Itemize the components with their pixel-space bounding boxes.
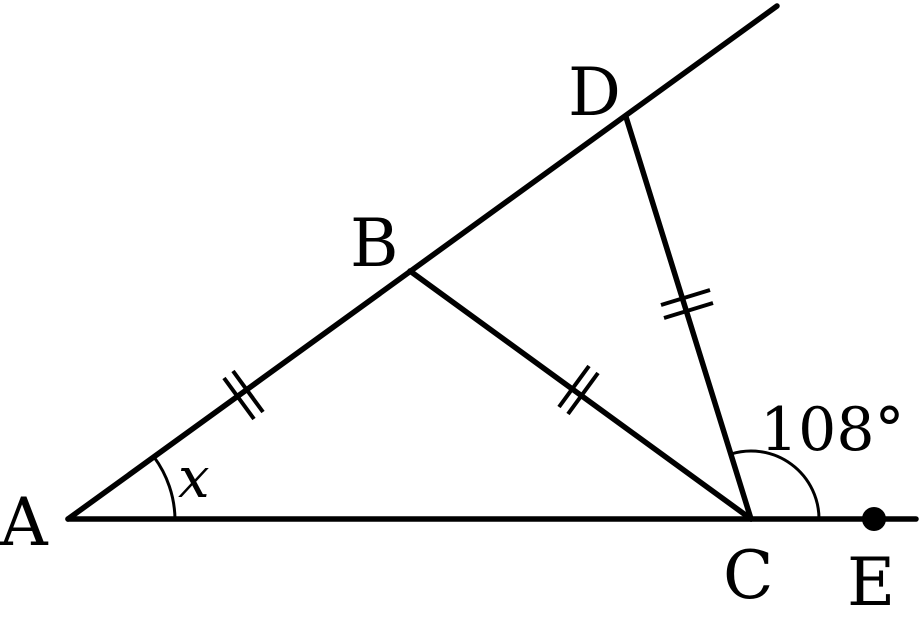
- angle-arc-c: [730, 449, 821, 520]
- label-point-c: C: [723, 537, 774, 614]
- tick-mark-dc: [660, 288, 714, 320]
- angle-arc-a: [152, 456, 177, 520]
- label-angle-x: x: [178, 446, 210, 511]
- segment-dc: [623, 114, 754, 522]
- label-point-e: E: [847, 544, 895, 621]
- label-point-d: D: [568, 54, 621, 131]
- point-e-dot: [862, 507, 886, 531]
- label-point-b: B: [350, 205, 399, 282]
- label-angle-108: 108°: [760, 395, 905, 465]
- tick-mark-ab: [222, 369, 265, 421]
- label-point-a: A: [0, 484, 49, 561]
- ray-abd: [65, 3, 780, 522]
- tick-mark-bc: [557, 364, 600, 416]
